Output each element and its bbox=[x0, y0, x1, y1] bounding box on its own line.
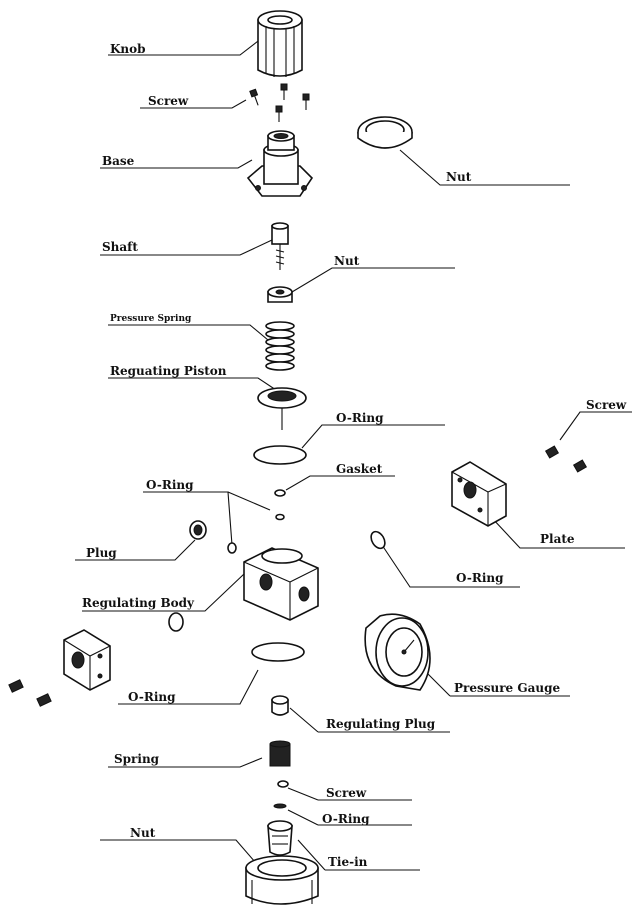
oring-small-part bbox=[275, 513, 285, 521]
label-screw-top: Screw bbox=[148, 94, 189, 108]
oring-body-left-part bbox=[168, 612, 184, 632]
nut-small-part bbox=[267, 286, 293, 303]
nut-bottom-part bbox=[245, 855, 319, 905]
label-tie-in: Tie-in bbox=[328, 855, 368, 869]
leader-pressure-spring bbox=[108, 324, 269, 341]
leader-oring-bottom bbox=[118, 669, 259, 705]
leader-nut-bottom bbox=[100, 839, 263, 871]
screws-right bbox=[544, 445, 588, 473]
leader-oring-right bbox=[381, 544, 520, 588]
screws-left bbox=[8, 679, 52, 707]
spring-part bbox=[269, 740, 291, 767]
nut-right-part bbox=[357, 116, 413, 149]
label-nut-bottom: Nut bbox=[130, 826, 156, 840]
plug-part bbox=[189, 520, 207, 540]
label-gasket: Gasket bbox=[336, 462, 383, 476]
leader-screw-bottom bbox=[287, 787, 412, 801]
label-oring-bottom: O-Ring bbox=[128, 690, 176, 704]
label-base: Base bbox=[102, 154, 135, 168]
label-regulating-piston: Reguating Piston bbox=[110, 364, 227, 378]
plate-left-part bbox=[63, 629, 111, 691]
tie-in-part bbox=[267, 820, 293, 856]
oring-tiein-part bbox=[273, 803, 287, 809]
screws-top bbox=[249, 83, 310, 122]
leader-shaft bbox=[100, 239, 273, 256]
label-oring-left: O-Ring bbox=[146, 478, 194, 492]
label-regulating-plug: Regulating Plug bbox=[326, 717, 436, 731]
oring-right-part bbox=[370, 530, 386, 550]
leader-base bbox=[100, 159, 253, 169]
leader-regulating-plug bbox=[289, 707, 450, 733]
leader-screw-right bbox=[559, 411, 632, 441]
base-part bbox=[246, 130, 314, 197]
shaft-part bbox=[271, 222, 289, 270]
leader-piston bbox=[108, 377, 277, 391]
oring-piston-part bbox=[253, 445, 307, 465]
pressure-gauge-part bbox=[364, 613, 431, 691]
oring-bottom-part bbox=[251, 642, 305, 662]
label-regulating-body: Regulating Body bbox=[82, 596, 194, 610]
leader-gasket bbox=[285, 475, 395, 491]
regulating-plug-part bbox=[271, 695, 289, 716]
gasket-part bbox=[274, 489, 286, 497]
screw-bottom-part bbox=[277, 780, 289, 788]
label-screw-right: Screw bbox=[586, 398, 627, 412]
label-knob: Knob bbox=[110, 42, 146, 56]
regulating-body-part bbox=[243, 547, 319, 621]
leader-nut-right bbox=[399, 149, 570, 186]
oring-tiny-part bbox=[227, 542, 237, 554]
leader-lines bbox=[75, 37, 632, 871]
leader-knob bbox=[108, 37, 263, 56]
leader-plate bbox=[491, 517, 625, 549]
leader-oring-piston bbox=[301, 424, 445, 449]
leader-nut-small bbox=[291, 267, 455, 293]
leader-regulating-body bbox=[82, 573, 245, 612]
leader-oring-left-2 bbox=[227, 491, 271, 511]
label-oring-right: O-Ring bbox=[456, 571, 504, 585]
label-nut-right: Nut bbox=[446, 170, 472, 184]
label-oring-tiein: O-Ring bbox=[322, 812, 370, 826]
plate-right-part bbox=[451, 461, 507, 527]
leader-plug bbox=[75, 539, 196, 561]
leader-tie-in bbox=[297, 839, 420, 871]
label-nut-small: Nut bbox=[334, 254, 360, 268]
pressure-spring-part bbox=[265, 321, 295, 371]
label-pressure-spring: Pressure Spring bbox=[110, 314, 192, 324]
label-screw-bottom: Screw bbox=[326, 786, 367, 800]
knob-part bbox=[257, 10, 303, 77]
label-plate: Plate bbox=[540, 532, 575, 546]
regulating-piston-part bbox=[257, 387, 307, 430]
label-spring: Spring bbox=[114, 752, 160, 766]
label-plug: Plug bbox=[86, 546, 117, 560]
label-oring-piston: O-Ring bbox=[336, 411, 384, 425]
leader-spring bbox=[108, 757, 263, 768]
label-pressure-gauge: Pressure Gauge bbox=[454, 681, 561, 695]
leader-screw-top bbox=[140, 99, 247, 109]
leader-oring-left bbox=[143, 491, 233, 546]
label-shaft: Shaft bbox=[102, 240, 138, 254]
leader-oring-tiein bbox=[287, 809, 412, 826]
